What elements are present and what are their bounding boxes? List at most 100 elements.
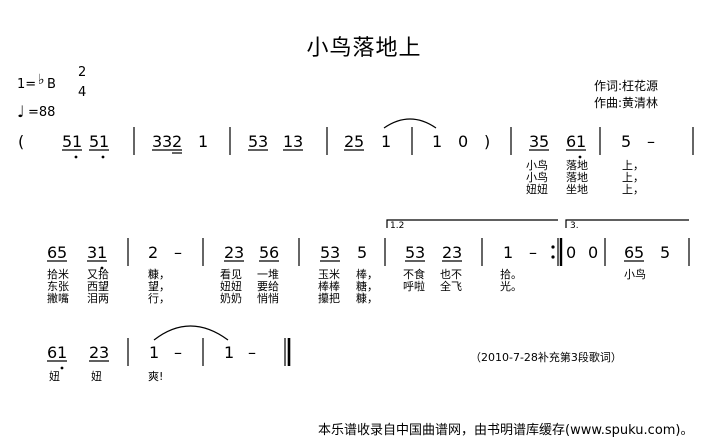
- low-octave-dot: [74, 155, 78, 159]
- note: 5: [320, 243, 331, 262]
- note: 6: [47, 243, 58, 262]
- open-paren: (: [18, 132, 25, 151]
- flat-sign: ♭: [38, 72, 45, 88]
- note: 2: [172, 132, 183, 151]
- lyric: 光。: [500, 280, 522, 293]
- note: 1: [432, 132, 443, 151]
- dash: –: [174, 243, 182, 262]
- low-octave-dot: [60, 366, 64, 370]
- note: 3: [162, 132, 173, 151]
- note: 5: [634, 243, 645, 262]
- lyric: 落地: [566, 171, 588, 184]
- lyric: 糠，: [356, 292, 378, 305]
- low-octave-dot: [578, 155, 582, 159]
- lyric: 小鸟: [526, 159, 548, 172]
- note: 5: [539, 132, 550, 151]
- note: 6: [624, 243, 635, 262]
- volta-3-bracket: [565, 219, 689, 228]
- revision-note: （2010-7-28补充第3段歌词）: [470, 351, 622, 364]
- lyric: 落地: [566, 159, 588, 172]
- lyric: 小鸟: [526, 171, 548, 184]
- note: 3: [415, 243, 426, 262]
- volta-1-2-label: 1.2: [390, 221, 405, 231]
- note: 3: [293, 132, 304, 151]
- note: 5: [354, 132, 365, 151]
- note: 5: [405, 243, 416, 262]
- lyric: 撇嘴: [47, 292, 69, 305]
- lyric: 望，: [148, 280, 170, 293]
- volta-3-label: 3.: [570, 221, 579, 231]
- lyric: 东张: [47, 280, 69, 293]
- lyric: 也不: [440, 268, 462, 281]
- note: 5: [248, 132, 259, 151]
- note: 1: [72, 132, 83, 151]
- note: 1: [97, 243, 108, 262]
- lyric: 拾米: [47, 268, 69, 281]
- note: 1: [57, 343, 68, 362]
- lyric: 看见: [220, 268, 242, 281]
- dash: –: [248, 343, 256, 362]
- note: 2: [442, 243, 453, 262]
- lyric: 玉米: [318, 268, 340, 281]
- lyric: 行，: [148, 292, 170, 305]
- lyric: 上，: [622, 159, 644, 172]
- lyric: 拾。: [500, 268, 522, 281]
- lyric: 西望: [87, 280, 109, 293]
- lyric: 糠，: [148, 268, 170, 281]
- note: 5: [621, 132, 632, 151]
- lyric: 妞妞: [220, 280, 242, 293]
- note: 1: [149, 343, 160, 362]
- time-signature-top: 2: [78, 65, 87, 80]
- lyric: 呼啦: [403, 280, 425, 293]
- lyric: 棒，: [356, 268, 378, 281]
- lyric: 妞: [91, 370, 102, 383]
- time-signature-bottom: 4: [78, 85, 87, 100]
- note: 3: [330, 243, 341, 262]
- note: 5: [89, 132, 100, 151]
- dash: –: [174, 343, 182, 362]
- lyric: 不食: [403, 268, 425, 281]
- note: 1: [503, 243, 514, 262]
- lyric: 坐地: [566, 183, 588, 196]
- dash: –: [647, 132, 655, 151]
- note: 6: [269, 243, 280, 262]
- note: 1: [576, 132, 587, 151]
- note: 5: [660, 243, 671, 262]
- lyric: 攥把: [318, 292, 340, 305]
- note: 3: [234, 243, 245, 262]
- lyric: 要给: [257, 280, 279, 293]
- volta-1-2-bracket: [386, 219, 558, 228]
- note: 3: [99, 343, 110, 362]
- note: 5: [259, 243, 270, 262]
- lyric: 棒棒: [318, 280, 340, 293]
- note: 3: [452, 243, 463, 262]
- lyric: 全飞: [440, 280, 462, 293]
- note: 3: [258, 132, 269, 151]
- note: 3: [152, 132, 163, 151]
- note: 2: [148, 243, 159, 262]
- note: 2: [89, 343, 100, 362]
- note: 1: [99, 132, 110, 151]
- lyric: 悄悄: [257, 292, 279, 305]
- key-prefix: 1=: [17, 77, 37, 92]
- lyric: 一堆: [257, 268, 279, 281]
- repeat-dot: [551, 245, 555, 249]
- slur: [383, 118, 437, 129]
- note: 0: [566, 243, 577, 262]
- note: 5: [62, 132, 73, 151]
- key-note: B: [47, 77, 56, 92]
- composer-credit: 作曲:黄清林: [594, 96, 659, 110]
- lyric: 上，: [622, 171, 644, 184]
- lyric: 爽!: [148, 370, 164, 383]
- tempo-value: =88: [28, 105, 56, 120]
- lyric: 妞妞: [526, 183, 548, 196]
- dash: –: [529, 243, 537, 262]
- close-paren: ): [484, 132, 491, 151]
- note: 2: [344, 132, 355, 151]
- quarter-note-icon: ♩: [17, 102, 25, 121]
- note: 6: [566, 132, 577, 151]
- note: 0: [458, 132, 469, 151]
- note: 2: [224, 243, 235, 262]
- lyric: 奶奶: [220, 292, 242, 305]
